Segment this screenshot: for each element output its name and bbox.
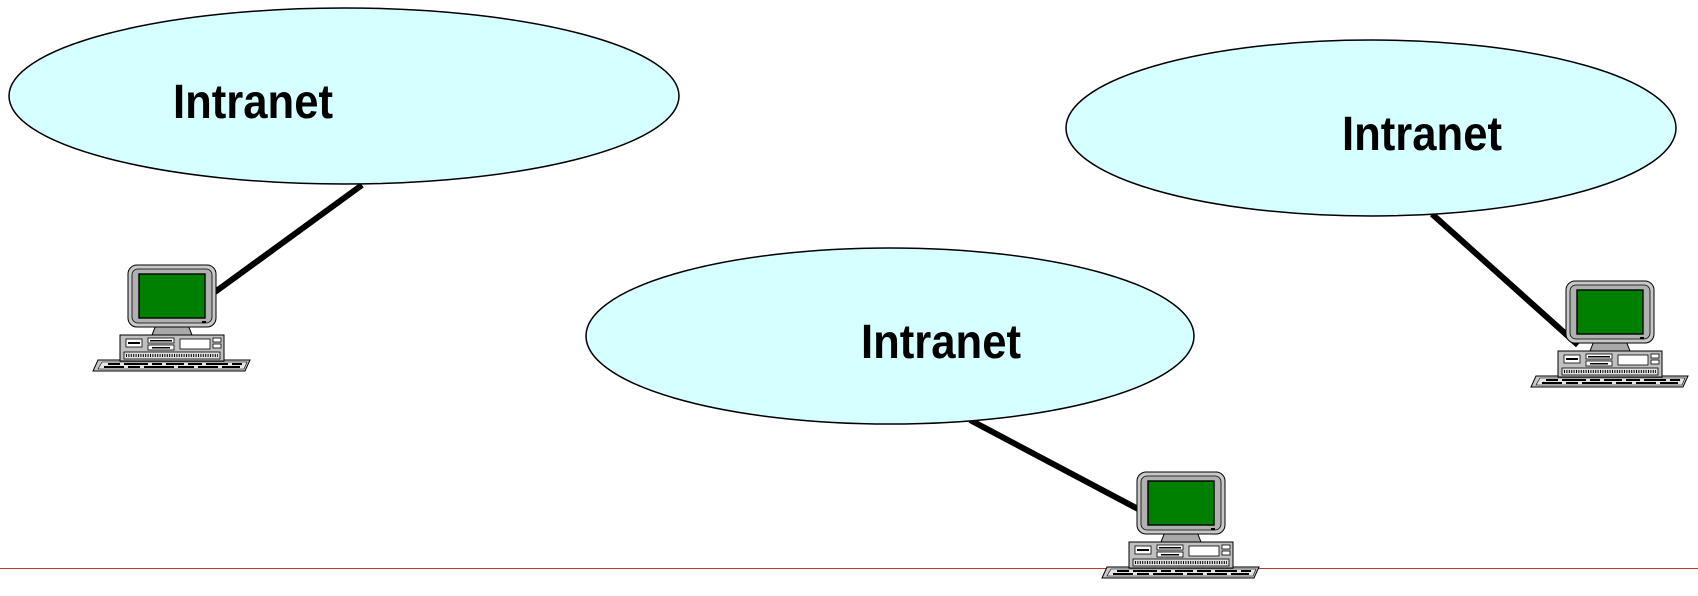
- desktop-computer-icon: [1531, 281, 1688, 387]
- network-link-2: [970, 420, 1140, 510]
- network-link-3: [1432, 214, 1578, 345]
- intranet-cloud-1: [9, 8, 679, 184]
- intranet-label-2: Intranet: [861, 316, 1021, 369]
- desktop-computer-icon: [1102, 472, 1259, 578]
- intranet-label-1: Intranet: [173, 76, 333, 129]
- network-1: Intranet: [9, 8, 679, 371]
- network-link-1: [215, 185, 362, 292]
- intranet-label-3: Intranet: [1342, 108, 1502, 161]
- network-2: Intranet: [586, 248, 1259, 578]
